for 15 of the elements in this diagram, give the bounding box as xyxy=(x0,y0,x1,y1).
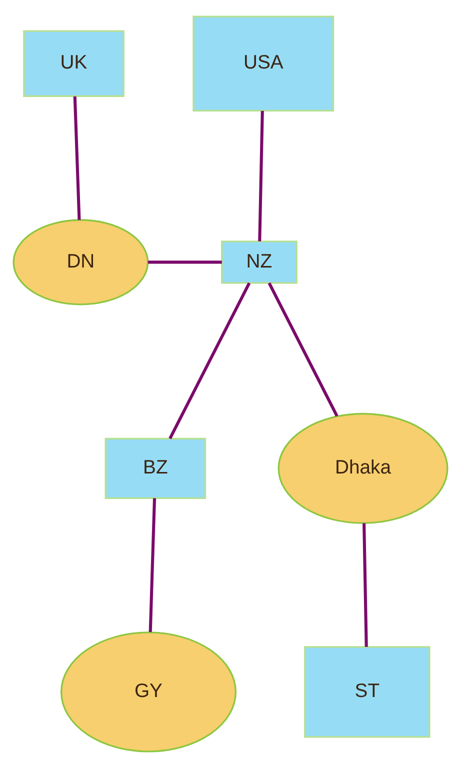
node-ellipse: DN xyxy=(12,219,149,306)
connector xyxy=(148,260,222,264)
node-box: NZ xyxy=(221,240,298,284)
connector xyxy=(148,498,156,632)
node-box: UK xyxy=(23,30,124,97)
connector xyxy=(268,282,338,417)
connector xyxy=(73,96,81,220)
node-ellipse: Dhaka xyxy=(278,412,448,524)
node-box: USA xyxy=(192,16,334,112)
connector xyxy=(168,282,251,440)
node-box: ST xyxy=(304,646,430,738)
connector xyxy=(362,523,368,647)
connector xyxy=(258,110,264,242)
node-ellipse: GY xyxy=(60,632,237,752)
node-box: BZ xyxy=(104,438,206,500)
